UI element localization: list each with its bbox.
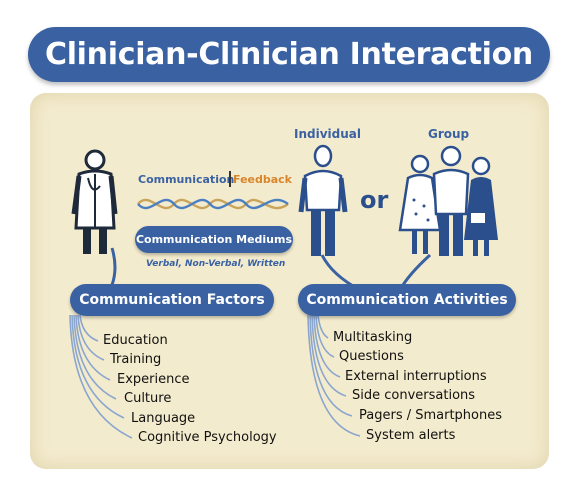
factor-item: Cognitive Psychology [138,430,277,445]
activity-item: Side conversations [352,388,476,403]
factor-item: Experience [117,372,190,387]
group-label: Group [428,127,470,141]
activity-item: System alerts [366,428,456,443]
diagram-panel [30,93,549,469]
activities-fan [307,314,361,437]
activities-pill: Communication Activities [298,284,516,316]
communication-wave [137,198,289,210]
individual-label: Individual [294,127,361,141]
label-divider [229,171,231,187]
activity-item: Questions [339,349,404,364]
factor-item: Culture [124,391,172,406]
mediums-title: Communication Mediums [135,233,293,246]
communication-label: Communication [138,173,235,186]
activity-item: Pagers / Smartphones [359,408,503,423]
factor-item: Training [110,352,162,367]
page-title: Clinician-Clinician Interaction [44,37,533,72]
or-label: or [360,186,389,214]
individual-icon [298,144,348,256]
factor-item: Language [131,411,196,426]
activity-item: External interruptions [345,369,487,384]
mediums-pill: Communication Mediums [135,226,293,253]
title-banner: Clinician-Clinician Interaction [28,27,550,82]
factors-title: Communication Factors [79,292,265,308]
activity-item: Multitasking [333,330,413,345]
clinician-icon [71,149,118,254]
group-icon [398,145,498,256]
activities-title: Communication Activities [306,292,508,308]
factor-item: Education [103,333,168,348]
factors-pill: Communication Factors [70,284,274,316]
factors-fan [69,314,133,439]
mediums-subtitle: Verbal, Non-Verbal, Written [146,259,286,269]
feedback-label: Feedback [233,173,292,186]
